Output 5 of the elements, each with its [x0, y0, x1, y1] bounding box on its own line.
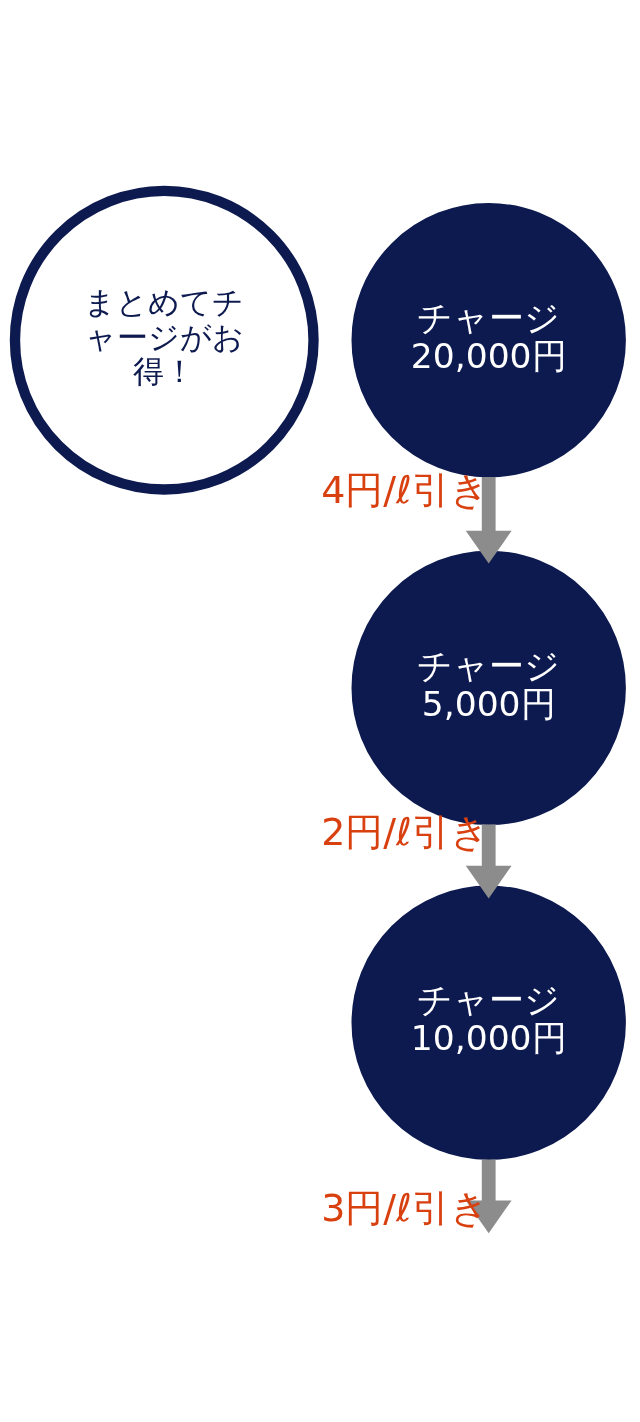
arrow: [465, 823, 512, 898]
edge-label: 3円/ℓ引き: [321, 1185, 489, 1230]
node-circle: チャージ 10,000円: [351, 885, 626, 1160]
node-circle: まとめてチャージがお得！: [9, 185, 319, 495]
arrow: [465, 476, 512, 564]
